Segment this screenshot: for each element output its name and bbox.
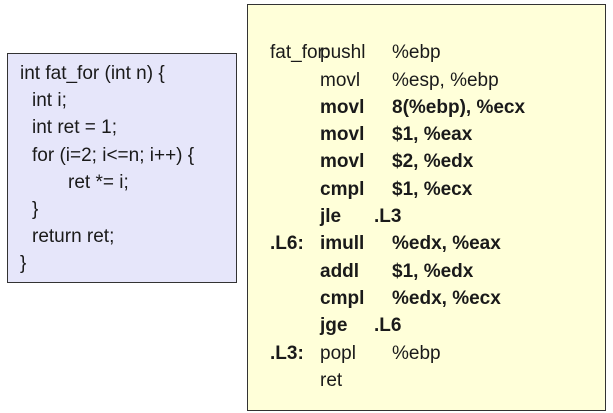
asm-mnemonic: pushl bbox=[320, 42, 366, 64]
asm-instruction-line: movl %esp, %ebp bbox=[270, 67, 605, 94]
asm-operands: %edx, %eax bbox=[392, 233, 501, 255]
asm-instruction-line: cmpl $1, %ecx bbox=[270, 176, 605, 203]
asm-mnemonic: jge bbox=[320, 315, 348, 337]
asm-mnemonic: movl bbox=[320, 69, 361, 91]
asm-operands: %edx, %ecx bbox=[392, 287, 501, 309]
c-line-declare-i: int i; bbox=[32, 90, 67, 112]
c-line-declare-ret: int ret = 1; bbox=[32, 117, 118, 139]
asm-operands: $1, %eax bbox=[392, 124, 473, 146]
c-line-return: return ret; bbox=[32, 226, 115, 248]
asm-instruction-line: movl $2, %edx bbox=[270, 148, 605, 175]
asm-instruction-line: cmpl %edx, %ecx bbox=[270, 285, 605, 312]
asm-mnemonic: movl bbox=[320, 124, 365, 146]
asm-label: fat_for: bbox=[270, 42, 330, 64]
asm-instruction-line: pushl %ebp bbox=[270, 39, 605, 66]
asm-instruction-line: jge .L6 bbox=[270, 312, 605, 339]
asm-mnemonic: ret bbox=[320, 369, 343, 391]
asm-function-label: fat_for: bbox=[270, 12, 605, 63]
asm-mnemonic: cmpl bbox=[320, 287, 365, 309]
c-line-for-loop: for (i=2; i<=n; i++) { bbox=[32, 144, 195, 166]
asm-instruction-line: jle .L3 bbox=[270, 203, 605, 230]
asm-mnemonic: jle bbox=[320, 206, 342, 228]
asm-operands: 8(%ebp), %ecx bbox=[392, 96, 526, 118]
asm-operands: %ebp bbox=[392, 342, 441, 364]
c-line-loop-body: ret *= i; bbox=[68, 171, 129, 193]
asm-mnemonic: movl bbox=[320, 151, 365, 173]
c-source-code-box: int fat_for (int n) { int i; int ret = 1… bbox=[7, 53, 237, 283]
asm-instruction-list: pushl %ebp movl %esp, %ebp movl 8(%ebp), %ecx… bbox=[270, 39, 605, 394]
c-line-function-signature: int fat_for (int n) { bbox=[20, 63, 165, 84]
asm-label: .L6: bbox=[270, 233, 304, 255]
asm-mnemonic: addl bbox=[320, 260, 360, 282]
asm-mnemonic: popl bbox=[320, 342, 356, 364]
asm-operands: %ebp bbox=[392, 42, 441, 64]
asm-instruction-line: movl 8(%ebp), %ecx bbox=[270, 94, 605, 121]
c-line-loop-close: } bbox=[32, 199, 39, 221]
asm-mnemonic: movl bbox=[320, 96, 365, 118]
asm-operands: .L6 bbox=[374, 315, 402, 337]
asm-operands: %esp, %ebp bbox=[392, 69, 499, 91]
asm-mnemonic: cmpl bbox=[320, 178, 365, 200]
assembly-code-box: fat_for: pushl %ebp movl %esp, %ebp movl 8(%e… bbox=[247, 4, 606, 411]
asm-instruction-line: ret bbox=[270, 367, 605, 394]
c-line-function-close: } bbox=[20, 253, 27, 275]
asm-operands: $2, %edx bbox=[392, 151, 474, 173]
asm-operands: .L3 bbox=[374, 206, 402, 228]
asm-label: .L3: bbox=[270, 342, 304, 364]
asm-instruction-line: .L6: imull %edx, %eax bbox=[270, 230, 605, 257]
asm-instruction-line: addl $1, %edx bbox=[270, 258, 605, 285]
asm-instruction-line: movl $1, %eax bbox=[270, 121, 605, 148]
asm-operands: $1, %ecx bbox=[392, 178, 473, 200]
asm-mnemonic: imull bbox=[320, 233, 365, 255]
asm-operands: $1, %edx bbox=[392, 260, 474, 282]
asm-instruction-line: .L3: popl %ebp bbox=[270, 340, 605, 367]
